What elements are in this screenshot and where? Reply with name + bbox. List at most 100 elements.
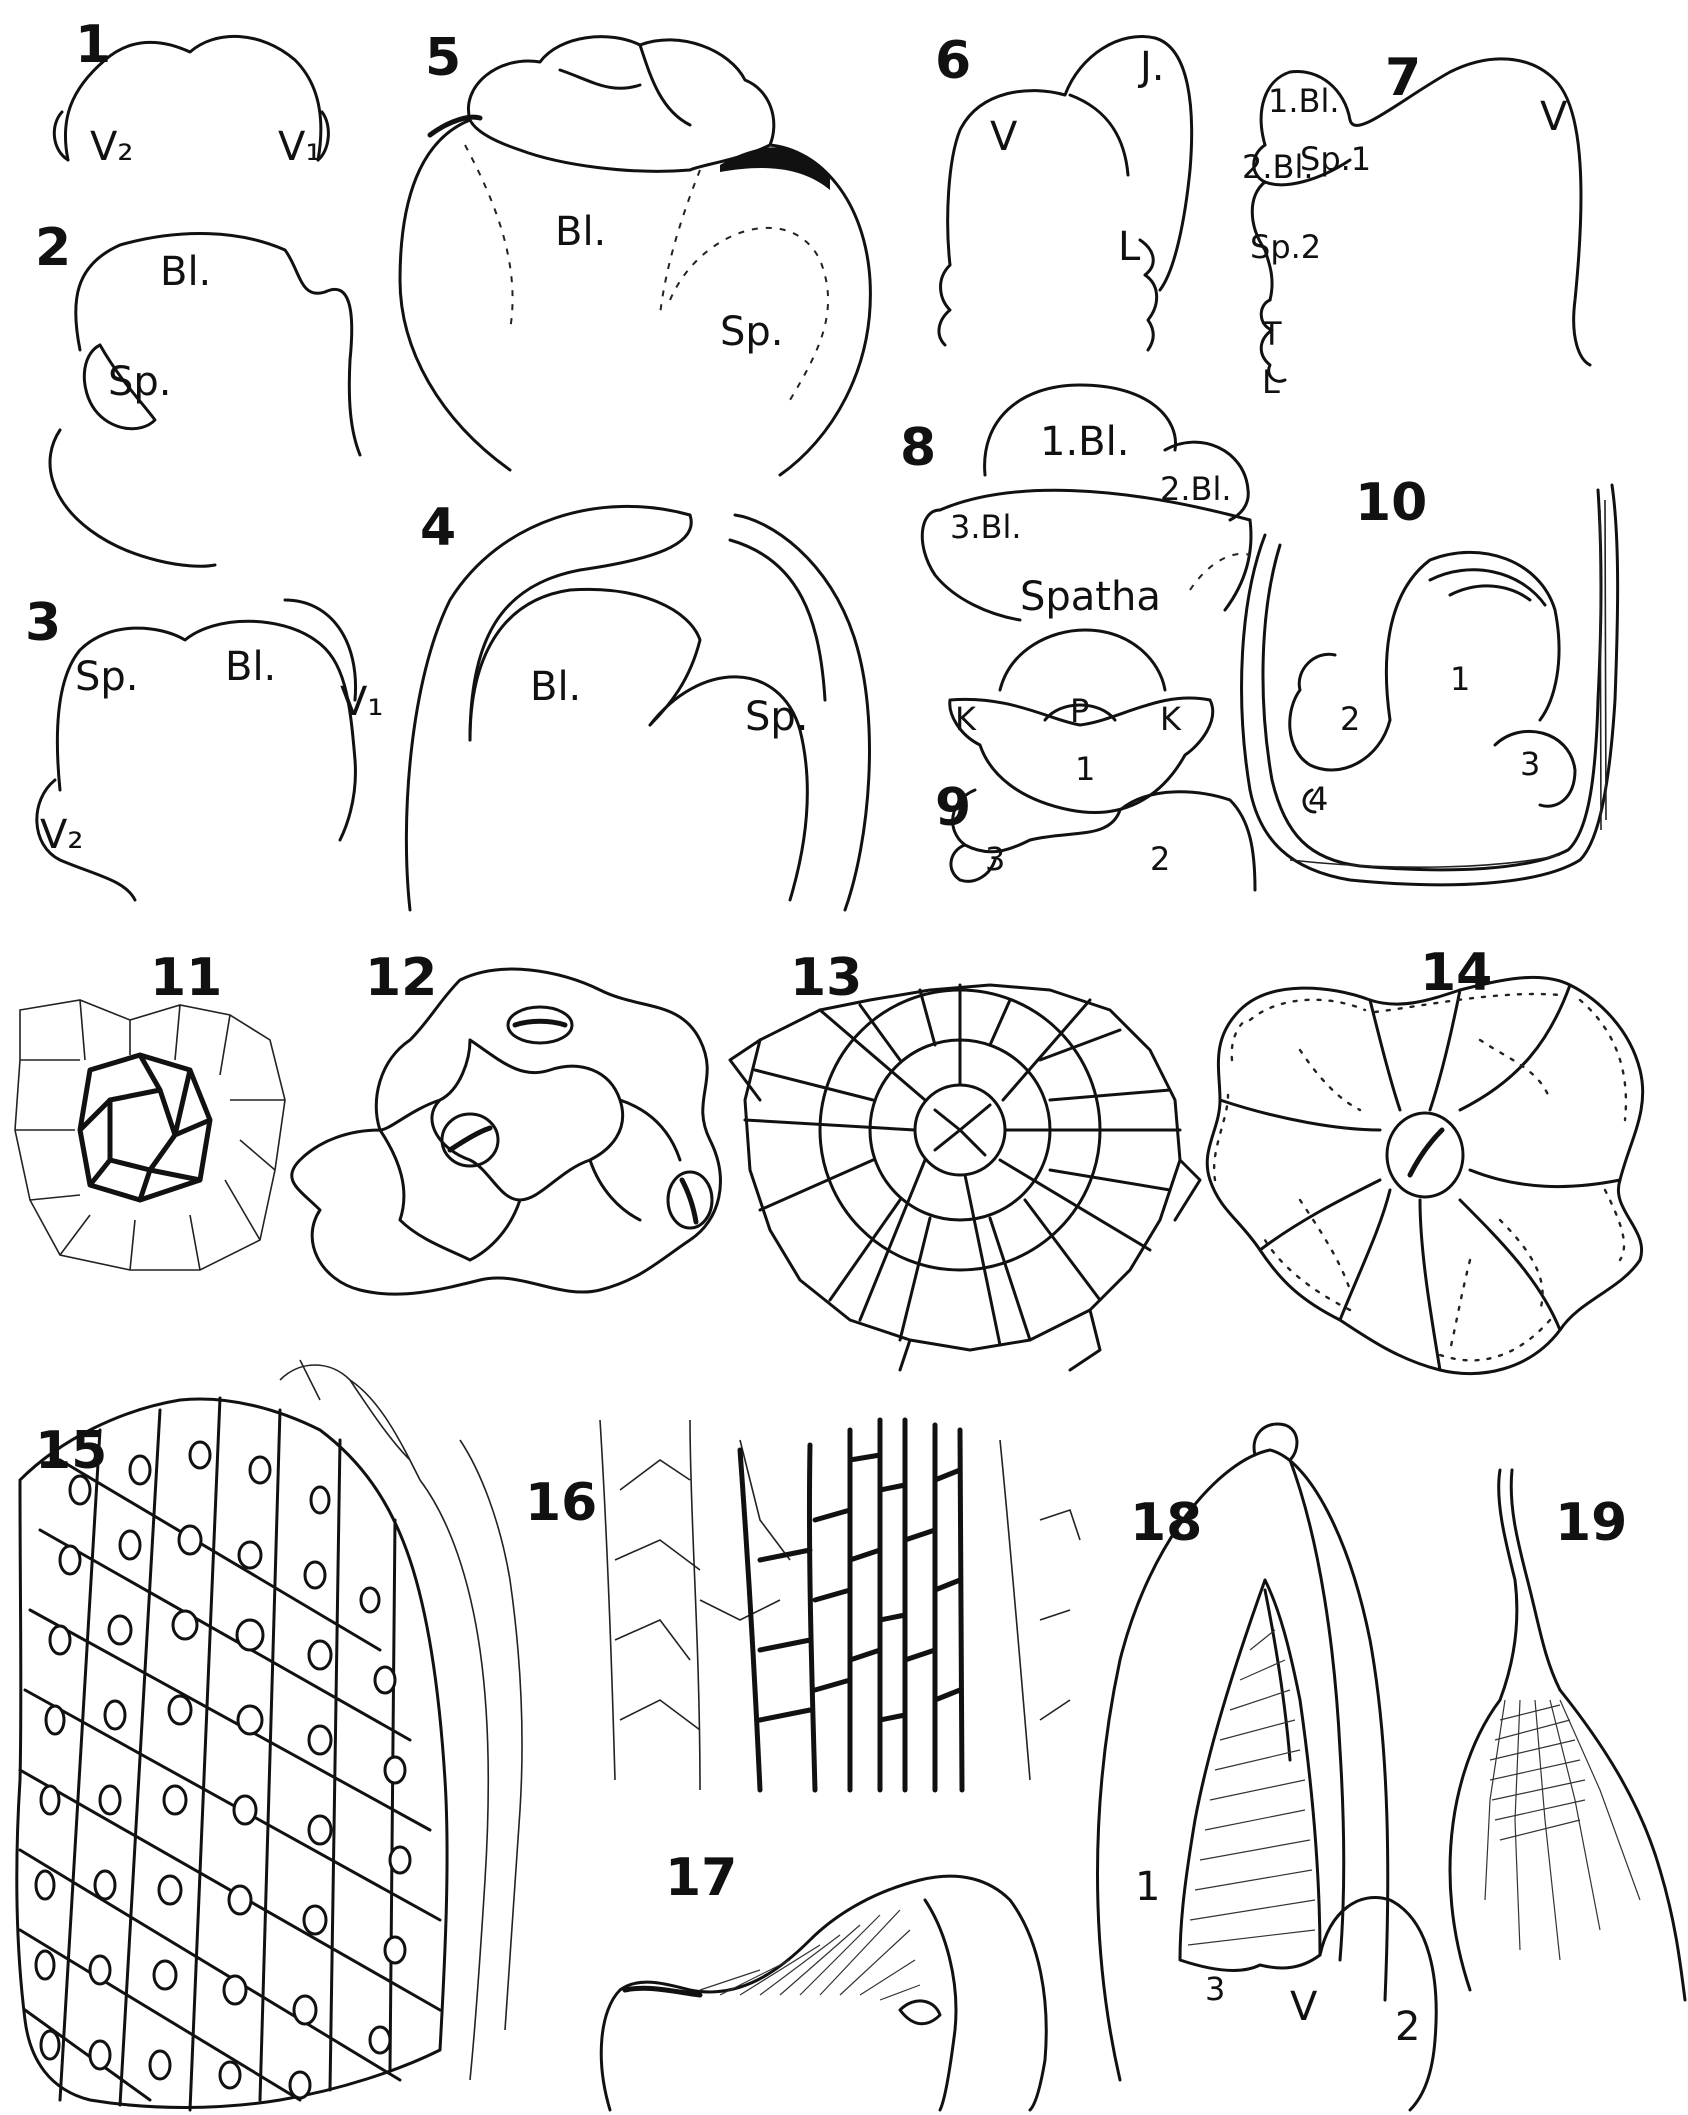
figure-12: 12: [292, 948, 721, 1294]
figure-3-label-v2: V₂: [40, 812, 83, 858]
figure-9-label-2: 2: [1150, 840, 1170, 878]
figure-5-label-bl: Bl.: [555, 209, 606, 255]
figure-1-label-v1: V₁: [278, 124, 321, 170]
figure-18-tip: [1254, 1424, 1297, 1460]
figure-6-label-l: L: [1118, 224, 1141, 270]
figure-13-radial-cells: [730, 985, 1200, 1370]
figure-11-inner-cells: [80, 1055, 210, 1200]
figure-17-inner-edge: [925, 1900, 956, 2110]
figure-12-stomata: [442, 1007, 712, 1228]
figure-14-outline: [1207, 977, 1643, 1373]
figure-19-blade: [1450, 1690, 1685, 2000]
figure-16-right-cells: [1000, 1440, 1080, 1780]
figure-16: 16: [525, 1420, 1080, 1790]
figure-10-label-2: 2: [1340, 700, 1360, 738]
figure-8-label-3bl: 3.Bl.: [950, 508, 1022, 546]
figure-7-label-t: T: [1261, 315, 1282, 353]
figure-10-label-4: 4: [1308, 780, 1328, 818]
figure-9-label-1: 1: [1075, 750, 1095, 788]
figure-5-dash-left: [465, 145, 513, 330]
figure-8-label-spatha: Spatha: [1020, 574, 1161, 620]
figure-18-inner-fold: [1265, 1590, 1290, 1760]
figure-3: 3 Sp. Bl. V₁ V₂: [25, 593, 383, 900]
figure-12-stoma-right-slit: [682, 1180, 696, 1222]
figure-14-stoma-slit: [1410, 1130, 1442, 1175]
figure-7-label-sp2: Sp.2: [1250, 228, 1321, 266]
figure-17-number: 17: [665, 1848, 737, 1908]
figure-16-number: 16: [525, 1473, 597, 1533]
figure-6-left-base: [939, 265, 950, 345]
figure-7-label-sp1: Sp.1: [1300, 140, 1371, 178]
figure-10-organ-1: [1386, 552, 1559, 720]
figure-9-label-k-right: K: [1160, 700, 1182, 738]
figure-8-label-1bl: 1.Bl.: [1040, 419, 1129, 465]
figure-2-number: 2: [35, 218, 71, 278]
figure-19-stalk: [1499, 1470, 1560, 1700]
figure-14-number: 14: [1420, 943, 1492, 1003]
figure-17-hatching: [700, 1910, 920, 2000]
figure-2-label-bl: Bl.: [160, 249, 211, 295]
figure-12-stoma-left-slit: [450, 1128, 490, 1150]
figure-18-label-1: 1: [1135, 1864, 1160, 1910]
figure-19: 19: [1450, 1470, 1685, 2000]
figure-15: 15: [17, 1360, 522, 2110]
figure-15-outer-layers: [280, 1360, 522, 2080]
figure-7-label-v: V: [1540, 94, 1568, 140]
figure-12-wavy-cells: [292, 969, 721, 1294]
figure-10-label-1: 1: [1450, 660, 1470, 698]
figure-3-number: 3: [25, 593, 61, 653]
figure-5-shade-right: [720, 147, 830, 190]
figure-9: 9 K P K 1 2 3: [935, 630, 1255, 890]
figure-6: 6 V J. L: [935, 31, 1192, 350]
figure-13: 13: [730, 948, 1200, 1370]
figure-11-number: 11: [150, 948, 222, 1008]
figure-2: 2 Bl. Sp.: [35, 218, 360, 566]
figure-6-label-j: J.: [1137, 44, 1165, 90]
figure-9-label-3: 3: [985, 840, 1005, 878]
figure-2-label-sp: Sp.: [108, 359, 172, 405]
figure-18-label-2: 2: [1395, 2004, 1420, 2050]
figure-14-stoma: [1387, 1113, 1463, 1197]
figure-4-number: 4: [420, 498, 456, 558]
figure-18: 18 1 3 V 2: [1098, 1424, 1437, 2110]
figure-14: 14: [1207, 943, 1643, 1374]
figure-9-label-k-left: K: [955, 700, 977, 738]
figure-11: 11: [15, 948, 285, 1270]
figure-16-center-cells: [740, 1420, 962, 1790]
figure-10: 10 1 2 3 4: [1242, 473, 1618, 885]
figure-5: 5 Bl. Sp.: [400, 28, 870, 475]
figure-2-lower-lobe: [50, 430, 215, 566]
figure-12-number: 12: [365, 948, 437, 1008]
figure-7-number: 7: [1385, 48, 1421, 108]
figure-5-crown: [468, 37, 773, 172]
figure-3-label-sp: Sp.: [75, 654, 139, 700]
figure-2-outline: [76, 234, 360, 455]
figure-18-label-3: 3: [1205, 1970, 1225, 2008]
figure-10-organ-1-top: [1430, 570, 1545, 605]
figure-19-veins: [1485, 1700, 1640, 1960]
figure-18-inner-blade: [1180, 1580, 1320, 1970]
figure-17: 17: [601, 1848, 1046, 2110]
figure-6-label-v: V: [990, 114, 1018, 160]
figure-5-number: 5: [425, 28, 461, 88]
figure-7-label-l: L: [1262, 363, 1280, 401]
figure-17-outline: [601, 1876, 1046, 2110]
figure-14-stippling: [1214, 994, 1626, 1360]
figure-10-label-3: 3: [1520, 745, 1540, 783]
figure-11-outer-cells: [15, 1000, 285, 1270]
figure-5-label-sp: Sp.: [720, 309, 784, 355]
figure-12-stoma-upper-slit: [515, 1021, 565, 1025]
figure-19-number: 19: [1555, 1493, 1627, 1553]
figure-4: 4 Bl. Sp.: [406, 498, 869, 910]
figure-9-label-p: P: [1070, 692, 1089, 730]
figure-1: 1 V₂ V₁: [54, 15, 328, 170]
figure-4-label-bl: Bl.: [530, 664, 581, 710]
figure-1-number: 1: [75, 15, 111, 75]
figure-6-inner-line: [1070, 95, 1128, 175]
figure-3-label-v1: V₁: [340, 679, 383, 725]
figure-7-label-1bl: 1.Bl.: [1268, 82, 1340, 120]
figure-8-number: 8: [900, 418, 936, 478]
figure-17-notch: [900, 2001, 940, 2024]
figure-9-top: [1000, 630, 1165, 690]
figure-18-label-v: V: [1290, 1984, 1318, 2030]
